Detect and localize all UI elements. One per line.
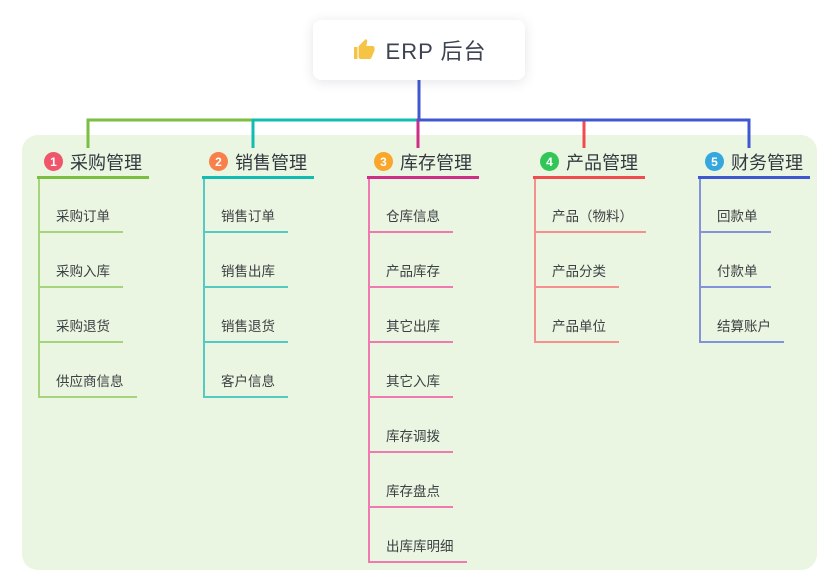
child-node[interactable]: 销售订单 — [203, 198, 288, 233]
child-connector-line — [699, 179, 701, 343]
child-node-label: 产品单位 — [552, 318, 606, 334]
child-node-label: 客户信息 — [221, 373, 275, 389]
child-node[interactable]: 出库库明细 — [368, 528, 467, 563]
child-node[interactable]: 仓库信息 — [368, 198, 453, 233]
child-node[interactable]: 销售退货 — [203, 308, 288, 343]
child-connector-line — [534, 179, 536, 343]
branch-node[interactable]: 1 采购管理 — [37, 147, 149, 179]
child-node[interactable]: 采购退货 — [38, 308, 123, 343]
thumbs-up-icon — [353, 39, 375, 59]
branch-label: 产品管理 — [566, 152, 638, 173]
branch-number-badge: 2 — [209, 152, 228, 171]
child-node-label: 销售订单 — [221, 208, 275, 224]
child-node-label: 库存盘点 — [386, 483, 440, 499]
child-node-label: 产品（物料） — [552, 208, 633, 224]
child-node-label: 其它出库 — [386, 318, 440, 334]
child-node[interactable]: 其它入库 — [368, 363, 453, 398]
branch-label: 销售管理 — [235, 152, 307, 173]
branch-number-badge: 1 — [44, 152, 63, 171]
child-node-label: 出库库明细 — [386, 538, 454, 554]
child-connector-line — [203, 179, 205, 398]
branch-node[interactable]: 2 销售管理 — [202, 147, 314, 179]
child-node[interactable]: 产品单位 — [534, 308, 619, 343]
child-node[interactable]: 库存盘点 — [368, 473, 453, 508]
child-node[interactable]: 付款单 — [699, 253, 771, 288]
branch-node[interactable]: 5 财务管理 — [698, 147, 810, 179]
branch-label: 库存管理 — [400, 152, 472, 173]
child-node[interactable]: 产品（物料） — [534, 198, 646, 233]
child-node-label: 付款单 — [717, 263, 758, 279]
child-connector-line — [38, 179, 40, 398]
branch-node[interactable]: 3 库存管理 — [367, 147, 479, 179]
child-node-label: 回款单 — [717, 208, 758, 224]
child-node-label: 库存调拨 — [386, 428, 440, 444]
branch-label: 财务管理 — [731, 152, 803, 173]
root-node[interactable]: ERP 后台 — [313, 20, 525, 80]
child-node-label: 采购退货 — [56, 318, 110, 334]
child-node-label: 其它入库 — [386, 373, 440, 389]
branch-node[interactable]: 4 产品管理 — [533, 147, 645, 179]
child-node[interactable]: 供应商信息 — [38, 363, 137, 398]
child-node[interactable]: 结算账户 — [699, 308, 784, 343]
child-node-label: 销售出库 — [221, 263, 275, 279]
branch-label: 采购管理 — [70, 152, 142, 173]
canvas-panel — [22, 135, 817, 570]
child-node[interactable]: 产品库存 — [368, 253, 453, 288]
child-node[interactable]: 客户信息 — [203, 363, 288, 398]
child-node-label: 产品分类 — [552, 263, 606, 279]
root-node-label: ERP 后台 — [385, 39, 487, 64]
child-node[interactable]: 其它出库 — [368, 308, 453, 343]
child-node[interactable]: 库存调拨 — [368, 418, 453, 453]
branch-number-badge: 3 — [374, 152, 393, 171]
child-node-label: 采购入库 — [56, 263, 110, 279]
child-node-label: 仓库信息 — [386, 208, 440, 224]
child-connector-line — [368, 179, 370, 563]
child-node-label: 产品库存 — [386, 263, 440, 279]
child-node-label: 采购订单 — [56, 208, 110, 224]
branch-number-badge: 4 — [540, 152, 559, 171]
child-node[interactable]: 采购订单 — [38, 198, 123, 233]
child-node-label: 结算账户 — [717, 318, 771, 334]
child-node-label: 销售退货 — [221, 318, 275, 334]
child-node[interactable]: 销售出库 — [203, 253, 288, 288]
child-node-label: 供应商信息 — [56, 373, 124, 389]
child-node[interactable]: 产品分类 — [534, 253, 619, 288]
child-node[interactable]: 采购入库 — [38, 253, 123, 288]
child-node[interactable]: 回款单 — [699, 198, 771, 233]
branch-number-badge: 5 — [705, 152, 724, 171]
